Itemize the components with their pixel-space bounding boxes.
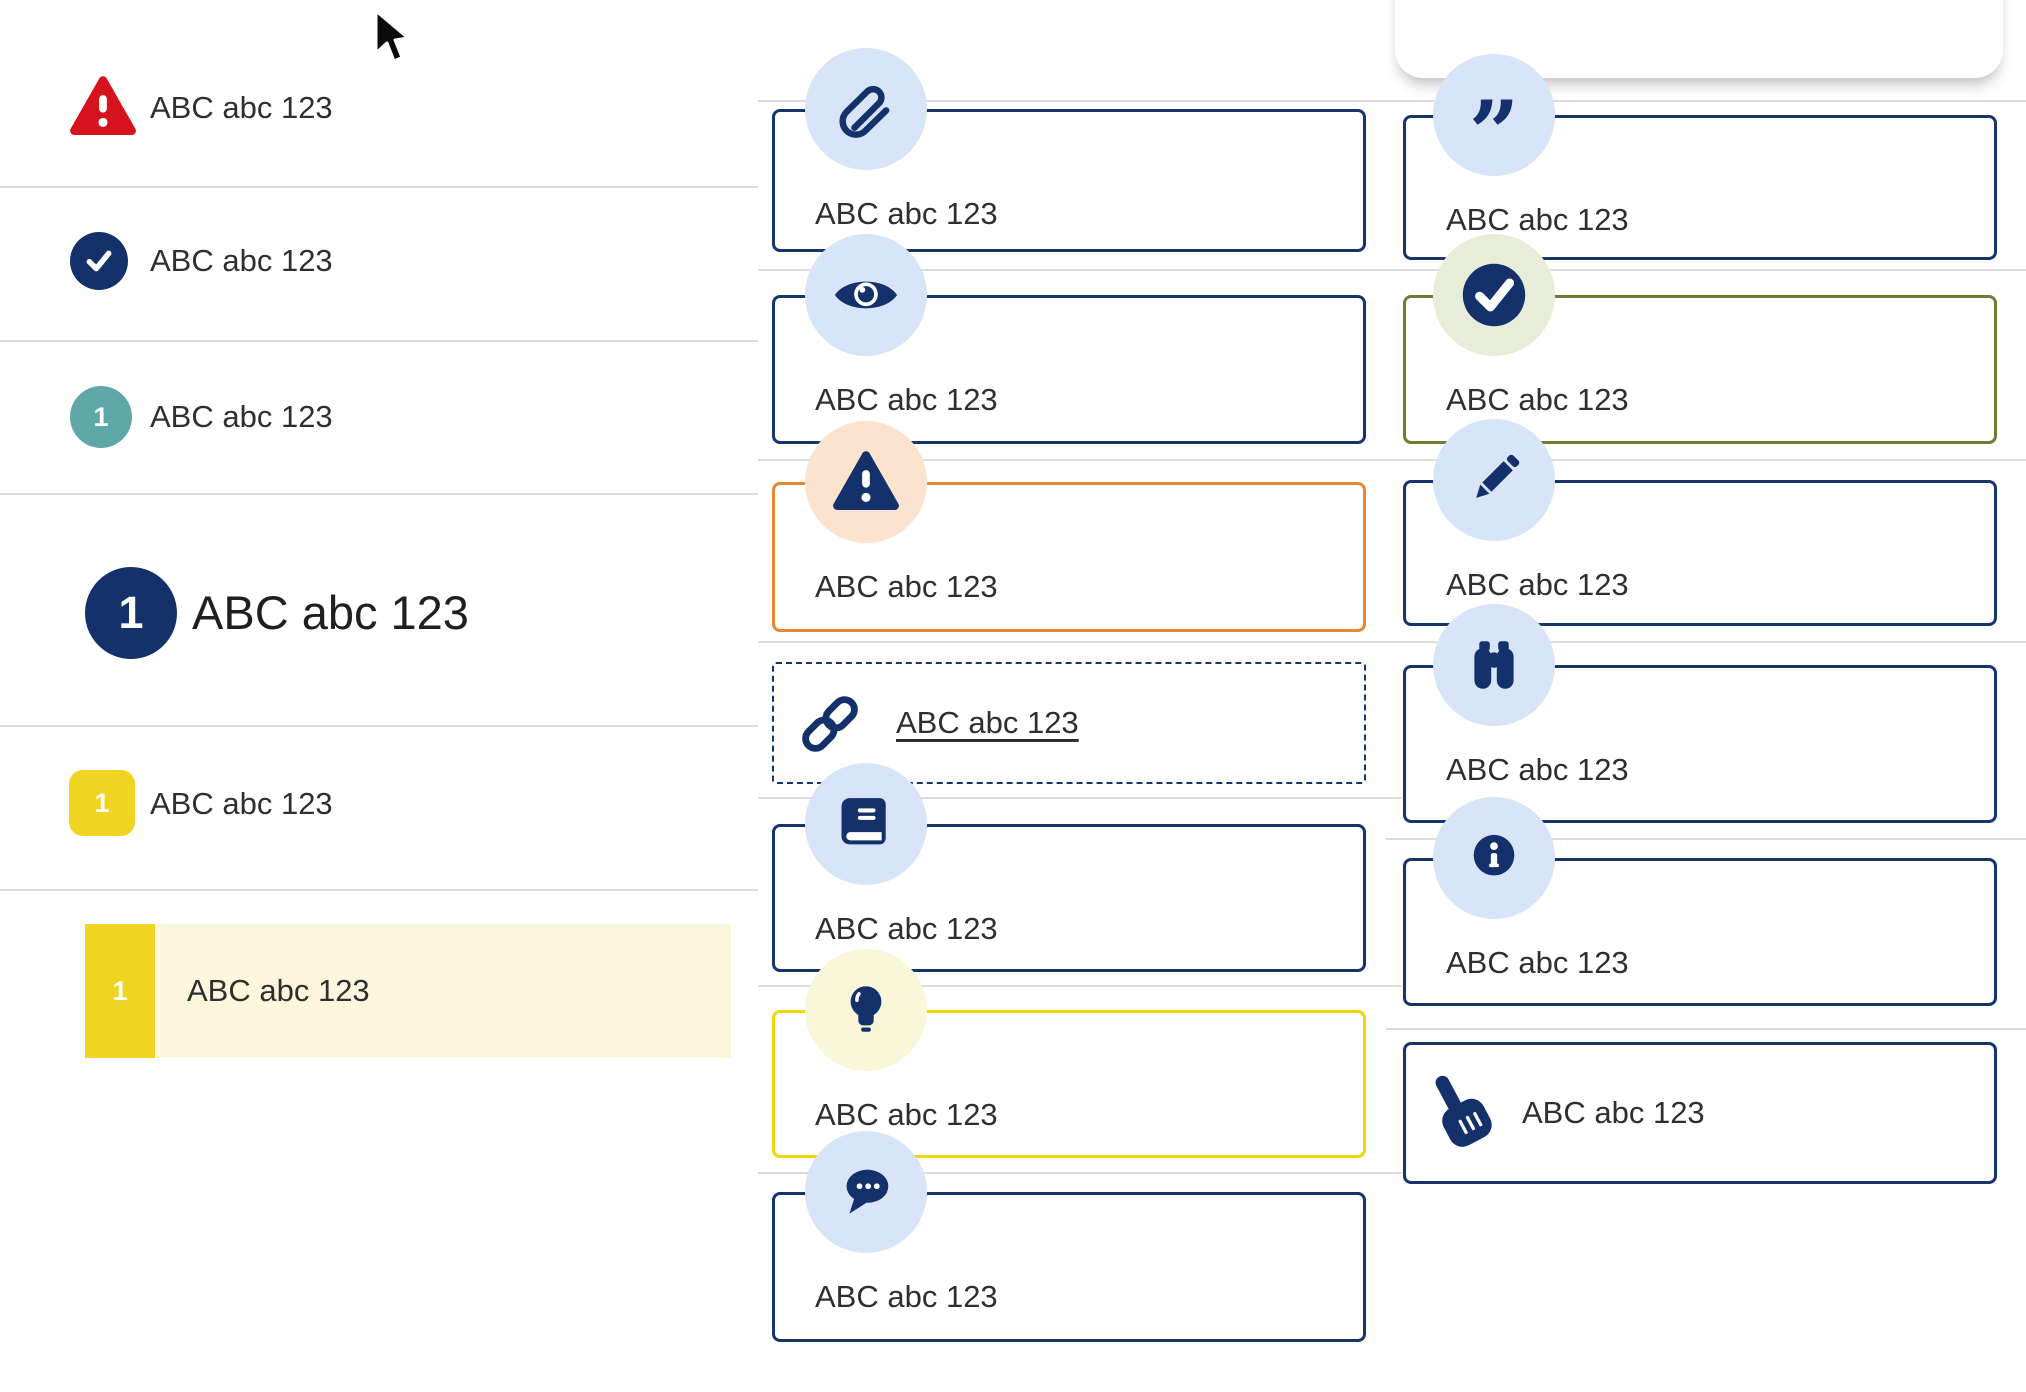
divider	[758, 100, 2026, 102]
divider	[758, 985, 1402, 987]
paperclip-icon	[805, 48, 927, 170]
callout-label: ABC abc 123	[815, 1278, 998, 1314]
divider	[1386, 838, 2026, 840]
divider	[758, 797, 1402, 799]
highlight-row-background	[85, 924, 731, 1058]
book-icon	[805, 763, 927, 885]
callout-label: ABC abc 123	[1446, 201, 1629, 237]
callout-label: ABC abc 123	[815, 910, 998, 946]
divider	[0, 493, 758, 495]
number-badge-teal: 1	[70, 386, 132, 448]
divider	[0, 340, 758, 342]
check-circle-icon	[1433, 234, 1555, 356]
callout-box	[1403, 1042, 1997, 1184]
callout-box	[772, 482, 1366, 632]
alert-triangle-icon	[68, 72, 138, 142]
callout-label: ABC abc 123	[1446, 381, 1629, 417]
divider	[0, 889, 758, 891]
divider	[758, 641, 2026, 643]
callout-link-text[interactable]: ABC abc 123	[896, 704, 1079, 740]
alert-triangle-icon	[805, 421, 927, 543]
callout-label: ABC abc 123	[1446, 944, 1629, 980]
arrow-cursor-icon	[369, 8, 415, 66]
info-icon	[1433, 797, 1555, 919]
list-item-label: ABC abc 123	[150, 242, 333, 278]
divider	[1386, 1028, 2026, 1030]
callout-label: ABC abc 123	[1522, 1094, 1705, 1130]
lightbulb-icon	[805, 949, 927, 1071]
number-badge-yellow: 1	[69, 770, 135, 836]
callout-label: ABC abc 123	[815, 381, 998, 417]
callout-label: ABC abc 123	[815, 1096, 998, 1132]
divider	[758, 459, 2026, 461]
link-icon	[792, 686, 868, 762]
quote-icon: ”	[1433, 54, 1555, 177]
divider	[758, 1172, 1402, 1174]
number-badge-yellow: 1	[85, 924, 155, 1058]
list-item-label: ABC abc 123	[150, 785, 333, 821]
divider	[758, 269, 2026, 271]
list-item-label: ABC abc 123	[187, 972, 370, 1008]
divider	[0, 186, 758, 188]
number-badge-large-navy: 1	[85, 567, 177, 659]
callout-label: ABC abc 123	[1446, 566, 1629, 602]
binoculars-icon	[1433, 604, 1555, 726]
list-item-label: ABC abc 123	[192, 586, 469, 640]
callout-label: ABC abc 123	[815, 568, 998, 604]
divider	[0, 725, 758, 727]
chat-bubble-icon	[805, 1131, 927, 1253]
list-item-label: ABC abc 123	[150, 398, 333, 434]
check-circle-icon	[70, 232, 128, 290]
callout-label: ABC abc 123	[815, 195, 998, 231]
hand-pointer-icon	[1414, 1066, 1506, 1158]
eye-icon	[805, 234, 927, 356]
list-item-label: ABC abc 123	[150, 89, 333, 125]
callout-label: ABC abc 123	[1446, 751, 1629, 787]
pencil-icon	[1433, 419, 1555, 541]
